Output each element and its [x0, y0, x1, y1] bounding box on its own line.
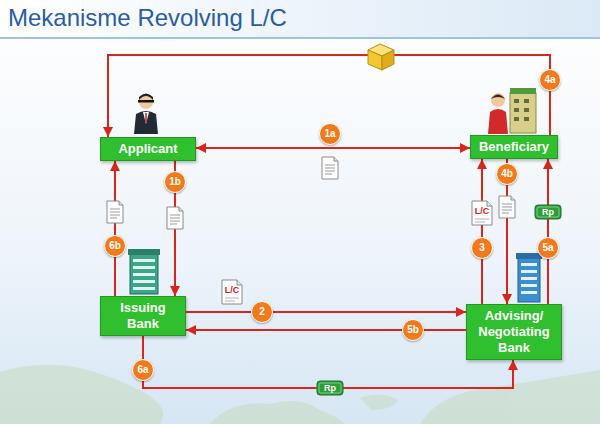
process-box: Advising/ Negotiating Bank	[466, 304, 562, 360]
goods-box	[368, 44, 394, 70]
callout-number: 1b	[164, 171, 186, 193]
callout-number: 3	[471, 237, 493, 259]
document-icon	[499, 196, 515, 218]
document-icon	[322, 157, 338, 179]
callout-number: 6a	[132, 359, 154, 381]
issuing-bank-building	[128, 249, 160, 294]
callout-number: 2	[251, 301, 273, 323]
money-icon	[535, 205, 561, 219]
document-icon	[107, 201, 123, 223]
beneficiary-person	[488, 93, 508, 134]
box-label: Advising/ Negotiating Bank	[473, 308, 555, 356]
callout-number: 6b	[104, 235, 126, 257]
diagram-title: Mekanisme Revolving L/C	[8, 4, 287, 32]
document-text: L/C	[475, 206, 490, 216]
process-box: Beneficiary	[470, 135, 558, 159]
document-text: L/C	[225, 285, 240, 295]
callout-number: 4b	[496, 163, 518, 185]
beneficiary-building	[510, 88, 536, 133]
flow-arrow	[143, 336, 513, 388]
flow-arrow	[196, 147, 470, 149]
callout-number: 4a	[539, 69, 561, 91]
document-icon	[167, 207, 183, 229]
process-box: Issuing Bank	[100, 296, 186, 336]
lc-document-icon	[222, 280, 242, 304]
flow-arrow	[186, 329, 466, 331]
box-label: Beneficiary	[477, 139, 551, 155]
money-icon	[317, 381, 343, 395]
flow-arrow	[547, 159, 549, 304]
currency-text: Rp	[324, 383, 336, 393]
lc-document-icon	[472, 201, 492, 225]
flow-arrow	[186, 311, 466, 313]
advising-bank-building	[516, 253, 542, 302]
process-box: Applicant	[100, 137, 196, 161]
box-label: Applicant	[107, 141, 189, 157]
map-land	[0, 365, 600, 424]
callout-number: 1a	[319, 123, 341, 145]
applicant-person	[134, 94, 158, 135]
callout-number: 5b	[402, 319, 424, 341]
box-label: Issuing Bank	[107, 300, 179, 332]
currency-text: Rp	[542, 207, 554, 217]
callout-number: 5a	[537, 237, 559, 259]
flow-arrow	[481, 159, 483, 304]
flow-arrow	[114, 161, 116, 296]
